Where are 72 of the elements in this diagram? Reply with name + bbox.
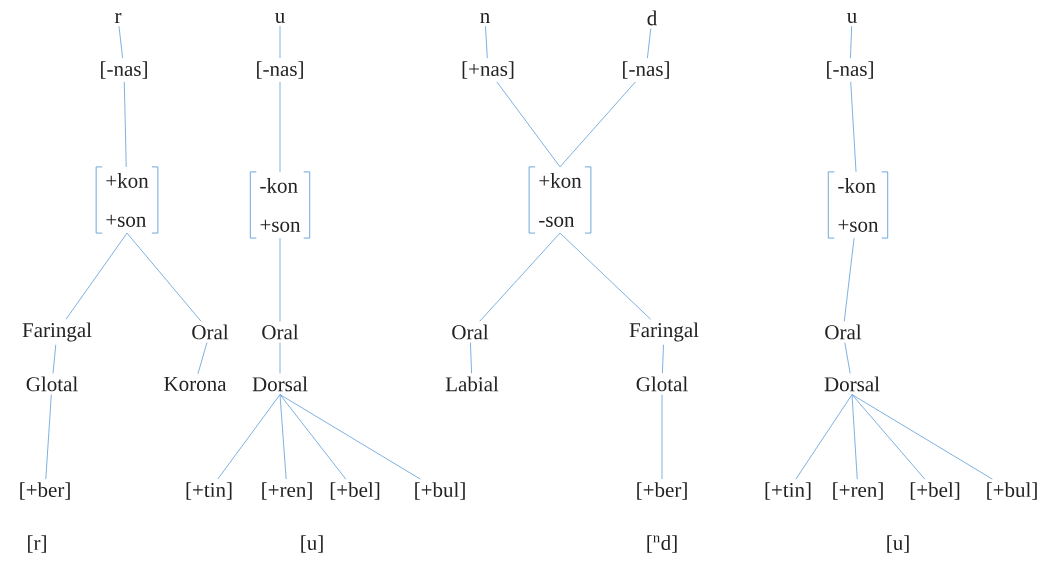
feature-label: [-nas] bbox=[101, 61, 147, 79]
tree-line bbox=[279, 237, 281, 322]
tree-line bbox=[123, 81, 127, 168]
feature-label: Oral bbox=[192, 324, 229, 340]
feature-label: [+bul] bbox=[415, 482, 465, 500]
tree-line bbox=[279, 394, 287, 480]
transcription-label: [r] bbox=[28, 535, 46, 553]
tree-line bbox=[279, 342, 281, 374]
tree-line bbox=[279, 81, 281, 173]
tree-line bbox=[479, 232, 561, 322]
feature-label: [+ber] bbox=[637, 482, 687, 500]
feature-label: Labial bbox=[445, 376, 499, 392]
tree-line bbox=[661, 394, 663, 480]
feature-matrix: +kon +son bbox=[95, 166, 159, 234]
feature-label: [+bul] bbox=[987, 482, 1037, 500]
tree-line bbox=[850, 81, 857, 173]
tree-line bbox=[52, 344, 57, 374]
feature-label: [+ber] bbox=[20, 482, 70, 500]
feature-label: [+ren] bbox=[833, 482, 883, 500]
feature-label: [+bel] bbox=[330, 482, 380, 500]
transcription-label: [u] bbox=[301, 535, 323, 553]
tree-line bbox=[65, 232, 128, 320]
tree-line bbox=[279, 394, 347, 480]
tree-line bbox=[485, 25, 488, 59]
tree-line bbox=[843, 237, 855, 322]
feature-label: Dorsal bbox=[824, 376, 880, 392]
tree-line bbox=[844, 342, 851, 374]
feature-matrix: +kon -son bbox=[528, 166, 592, 234]
tree-line bbox=[850, 25, 853, 59]
tree-line bbox=[496, 81, 561, 168]
feature-label: [-nas] bbox=[827, 61, 873, 79]
transcription-label: [u] bbox=[887, 535, 909, 553]
feature-label: Glotal bbox=[26, 376, 78, 392]
feature-label: Faringal bbox=[22, 322, 92, 342]
tree-line bbox=[795, 394, 853, 480]
feature-label: u bbox=[275, 13, 285, 23]
feature-label: n bbox=[480, 13, 490, 23]
tree-line bbox=[217, 394, 281, 480]
tree-line bbox=[646, 28, 652, 59]
feature-label: u bbox=[847, 13, 857, 23]
tree-line bbox=[469, 342, 473, 374]
feature-matrix: -kon +son bbox=[249, 171, 311, 239]
feature-label: Korona bbox=[164, 377, 227, 391]
tree-line bbox=[559, 81, 636, 168]
tree-line bbox=[559, 232, 652, 320]
feature-label: [+tin] bbox=[765, 482, 811, 500]
feature-label: Oral bbox=[262, 324, 299, 340]
tree-line bbox=[118, 25, 124, 59]
tree-line bbox=[661, 344, 664, 374]
feature-label: Faringal bbox=[629, 322, 699, 342]
tree-line bbox=[851, 394, 993, 480]
tree-line bbox=[197, 342, 208, 375]
tree-line bbox=[851, 394, 926, 480]
feature-label: Oral bbox=[452, 324, 489, 340]
feature-label: Glotal bbox=[636, 376, 688, 392]
feature-label: [-nas] bbox=[623, 61, 669, 79]
feature-label: Oral bbox=[825, 324, 862, 340]
feature-label: r bbox=[114, 13, 122, 23]
feature-label: [+ren] bbox=[262, 482, 312, 500]
feature-matrix: -kon +son bbox=[827, 171, 889, 239]
tree-line bbox=[126, 232, 202, 322]
tree-line bbox=[45, 394, 52, 480]
feature-label: [+nas] bbox=[462, 61, 514, 79]
tree-line bbox=[279, 25, 281, 59]
transcription-label: [$^{n}$d] bbox=[647, 535, 677, 553]
feature-label: Dorsal bbox=[252, 376, 308, 392]
feature-label: d bbox=[647, 10, 657, 26]
feature-label: [-nas] bbox=[257, 61, 303, 79]
tree-line bbox=[279, 394, 421, 480]
feature-label: [+tin] bbox=[186, 482, 232, 500]
tree-line bbox=[851, 394, 858, 480]
feature-label: [+bel] bbox=[910, 482, 960, 500]
